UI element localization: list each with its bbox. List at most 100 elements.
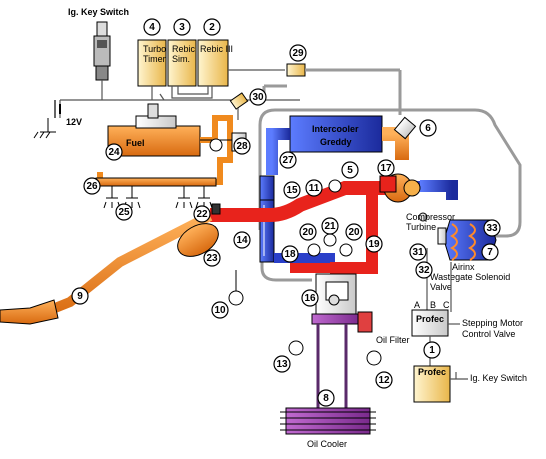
callout-4: 4 — [143, 18, 161, 36]
callout-number: 32 — [418, 265, 430, 276]
callout-number: 25 — [118, 207, 130, 218]
rebic-iii-box: Rebic III — [197, 39, 233, 87]
callout-number: 30 — [252, 92, 264, 103]
callout-18: 18 — [281, 245, 299, 263]
oil-filter-label: Oil Filter — [376, 335, 410, 345]
callout-27: 27 — [279, 151, 297, 169]
oil-cooler-label: Oil Cooler — [307, 439, 347, 449]
profec-upper: Profec — [411, 309, 449, 337]
callout-number: 5 — [347, 165, 353, 176]
rebic-sim-box: Rebic Sim. — [167, 39, 197, 87]
callout-number: 2 — [209, 22, 215, 33]
blow-off-valve-6 — [393, 116, 417, 140]
callout-7: 7 — [481, 243, 499, 261]
port-a: A — [414, 300, 420, 310]
callout-21: 21 — [321, 217, 339, 235]
callout-2: 2 — [203, 18, 221, 36]
callout-16: 16 — [301, 289, 319, 307]
key-switch-icon — [93, 21, 111, 81]
callout-number: 23 — [206, 253, 218, 264]
callout-number: 31 — [412, 247, 424, 258]
key-switch-right-label: Ig. Key Switch — [470, 373, 527, 383]
callout-number: 10 — [214, 305, 226, 316]
turbocharger — [379, 173, 421, 203]
callout-11: 11 — [305, 179, 323, 197]
wastegate-label-2: Valve — [430, 282, 452, 292]
turbo-timer-line2: Timer — [143, 54, 166, 64]
turbo-timer-line1: Turbo — [143, 44, 166, 54]
rebic-iii-label: Rebic III — [200, 44, 233, 54]
intercooler-label-1: Intercooler — [312, 124, 359, 134]
callout-30: 30 — [249, 88, 267, 106]
callout-20: 20 — [345, 223, 363, 241]
battery-icon — [33, 100, 61, 139]
callout-number: 13 — [276, 359, 288, 370]
callout-10: 10 — [211, 301, 229, 319]
callout-13: 13 — [273, 355, 291, 373]
callout-number: 20 — [348, 227, 360, 238]
callout-number: 27 — [282, 155, 294, 166]
callout-19: 19 — [365, 235, 383, 253]
fuel-tank: Fuel — [107, 103, 201, 157]
sensor-22 — [211, 203, 221, 215]
callout-number: 15 — [286, 185, 298, 196]
callout-24: 24 — [105, 143, 123, 161]
battery-voltage: 12V — [66, 117, 82, 127]
callout-number: 20 — [302, 227, 314, 238]
callout-25: 25 — [115, 203, 133, 221]
rebic-sim-line2: Sim. — [172, 54, 190, 64]
callout-number: 1 — [429, 345, 435, 356]
compressor-label: Compressor — [406, 212, 455, 222]
catalytic-converter-23 — [177, 223, 219, 257]
callout-33: 33 — [483, 219, 501, 237]
turbine-label: Turbine — [406, 222, 436, 232]
callout-20: 20 — [299, 223, 317, 241]
oil-cooler-8 — [280, 407, 376, 435]
callout-12: 12 — [375, 371, 393, 389]
callout-9: 9 — [71, 287, 89, 305]
callout-number: 24 — [108, 147, 120, 158]
callout-32: 32 — [415, 261, 433, 279]
callout-3: 3 — [173, 18, 191, 36]
callout-28: 28 — [233, 137, 251, 155]
callout-8: 8 — [317, 389, 335, 407]
callout-number: 29 — [292, 48, 304, 59]
port-c: C — [443, 300, 450, 310]
callout-number: 22 — [196, 209, 208, 220]
callout-number: 4 — [149, 22, 155, 33]
callout-number: 17 — [380, 163, 392, 174]
airinx-label: Airinx — [452, 262, 475, 272]
stepping-motor-label-1: Stepping Motor — [462, 318, 523, 328]
port-b: B — [430, 300, 436, 310]
intercooler: Intercooler Greddy — [289, 115, 383, 153]
injectors-25 — [103, 186, 213, 209]
sensor-30 — [229, 92, 249, 110]
key-switch-label: Ig. Key Switch — [68, 7, 129, 17]
wastegate-label-1: Wastegate Solenoid — [430, 272, 510, 282]
callout-15: 15 — [283, 181, 301, 199]
callout-number: 11 — [309, 183, 320, 194]
callout-29: 29 — [289, 44, 307, 62]
gauge-11-icon — [328, 179, 342, 193]
turbo-timer-box: Turbo Timer — [137, 39, 167, 87]
callout-1: 1 — [423, 341, 441, 359]
profec-lower-label: Profec — [418, 367, 446, 377]
callout-number: 18 — [284, 249, 296, 260]
callout-17: 17 — [377, 159, 395, 177]
engine-block-16 — [311, 273, 361, 325]
callout-number: 8 — [323, 393, 329, 404]
callout-number: 28 — [236, 141, 248, 152]
callout-number: 19 — [368, 239, 380, 250]
callout-5: 5 — [341, 161, 359, 179]
callout-23: 23 — [203, 249, 221, 267]
wastegate-solenoid — [418, 212, 447, 245]
callout-number: 9 — [77, 291, 83, 302]
callout-number: 21 — [324, 221, 336, 232]
callout-number: 33 — [486, 223, 498, 234]
callout-14: 14 — [233, 231, 251, 249]
fuel-label: Fuel — [126, 138, 145, 148]
muffler-9 — [0, 299, 59, 325]
profec-upper-label: Profec — [416, 314, 444, 324]
